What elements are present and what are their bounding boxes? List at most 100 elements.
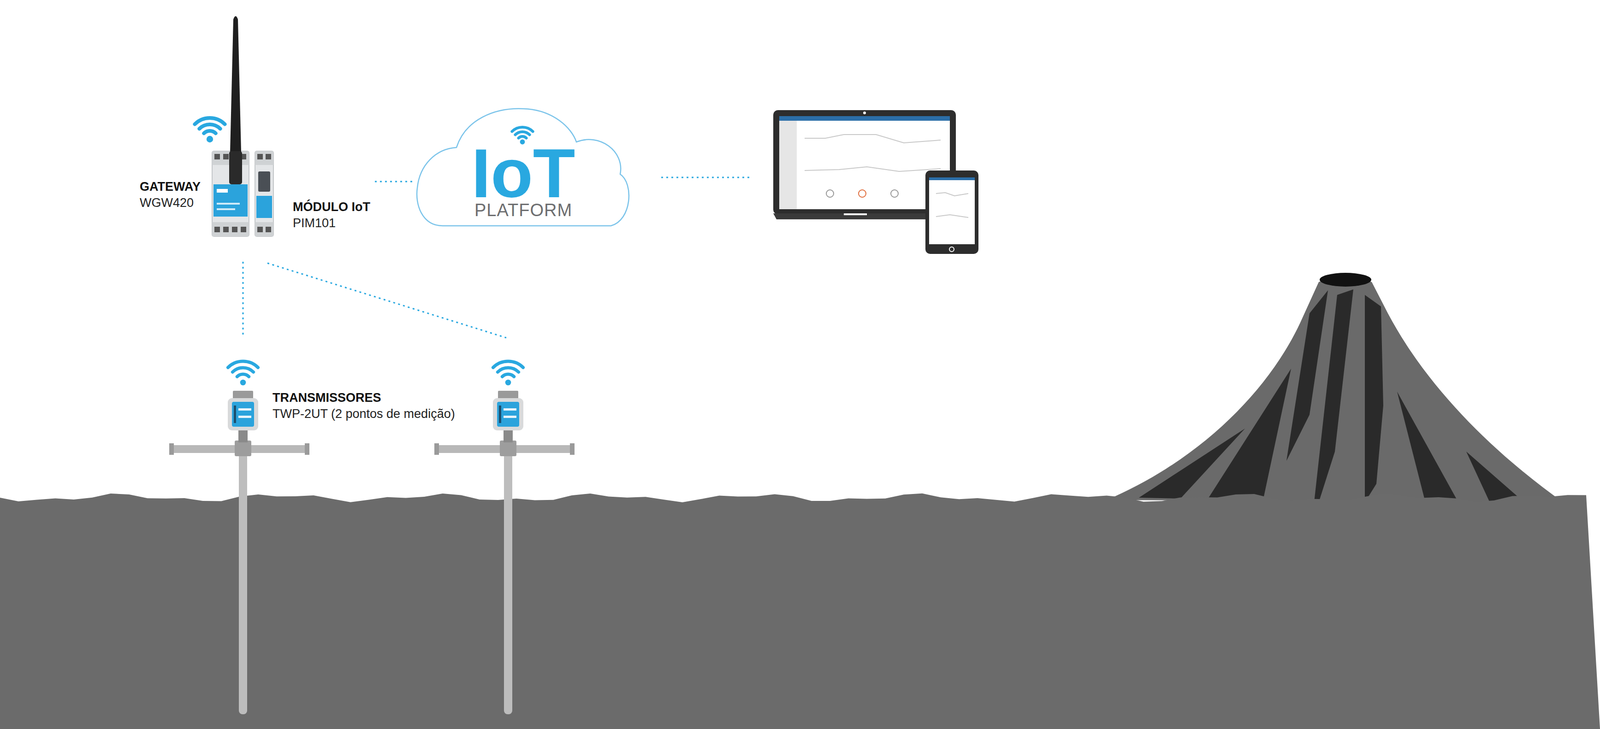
din-housing — [212, 151, 249, 237]
wifi-arc — [497, 367, 519, 373]
wifi-icon — [194, 118, 225, 143]
panel-line — [216, 208, 236, 211]
volcano-streak — [1314, 289, 1354, 503]
volcano-streak — [1397, 391, 1458, 501]
volcano-streak — [1364, 295, 1384, 503]
dotted-link — [661, 177, 751, 179]
wifi-icon — [511, 127, 533, 145]
wifi-icon — [492, 361, 523, 386]
gateway-node: GATEWAYWGW420 — [138, 147, 252, 240]
terminal-block — [254, 222, 274, 237]
text-group: MÓDULO IoTPIM101 — [292, 199, 371, 232]
dashboard-gauge — [890, 189, 899, 198]
probe-pole — [238, 449, 248, 715]
laptop-screen — [779, 116, 950, 210]
wifi-arc — [199, 124, 220, 129]
terminal-screw — [265, 154, 272, 160]
device-detail — [238, 408, 252, 411]
antenna — [230, 16, 242, 153]
device-detail — [233, 405, 237, 424]
terminal-block — [212, 222, 249, 237]
device-face — [231, 402, 255, 427]
transmitter-node: TRANSMISSORESTWP-2UT (2 pontos de mediçã… — [225, 350, 458, 439]
pipe-end — [304, 443, 310, 456]
module-node: MÓDULO IoTPIM101 — [253, 147, 374, 240]
wifi-arc — [203, 130, 216, 134]
dashboard-chart — [804, 166, 941, 172]
device-face — [497, 402, 520, 427]
volcano — [1106, 276, 1564, 503]
terminal-screw — [214, 226, 220, 233]
volcano-streak — [1208, 368, 1292, 499]
probe-pole — [503, 449, 513, 715]
dotted-connector — [242, 261, 244, 337]
terminal-screw — [240, 226, 247, 233]
wifi-dot — [240, 379, 247, 386]
pipe-end — [169, 443, 174, 456]
device-detail — [503, 415, 517, 419]
device-cap — [497, 391, 519, 400]
node-heading: GATEWAY — [139, 178, 201, 196]
gateway-device — [194, 16, 249, 237]
front-panel — [256, 195, 273, 219]
iot-module — [254, 151, 274, 237]
wifi-arc — [511, 127, 533, 132]
laptop-base — [773, 213, 932, 220]
terminal-screw — [223, 226, 229, 233]
terminal-screw — [231, 226, 238, 233]
laptop-camera — [863, 111, 866, 115]
dashboard-chart — [936, 214, 969, 218]
text-group: TRANSMISSORESTWP-2UT (2 pontos de mediçã… — [272, 390, 456, 423]
wifi-icon — [227, 361, 258, 386]
pipe-end — [569, 443, 575, 456]
front-panel — [213, 184, 248, 217]
wifi-arc — [492, 361, 523, 368]
terminal-screw — [214, 154, 220, 160]
tablet-screen — [929, 177, 975, 245]
terminal-screw — [223, 154, 229, 160]
wifi-arc — [515, 131, 530, 135]
wifi-dot — [505, 379, 512, 386]
node-subtitle: PIM101 — [292, 215, 371, 232]
dashboard-header — [779, 116, 950, 121]
text-group: IoTPLATFORM — [414, 145, 632, 221]
pipe-tee — [499, 440, 517, 457]
wifi-arc — [194, 118, 225, 125]
wifi-dot — [520, 139, 526, 145]
wifi-arc — [502, 374, 514, 377]
device-cap — [232, 391, 254, 400]
pipe-end — [434, 443, 439, 456]
terminal-block — [254, 151, 274, 166]
node-subtitle: WGW420 — [139, 195, 201, 212]
wifi-arc — [237, 374, 249, 377]
terminal-screw — [257, 154, 263, 160]
dashboard-chart — [936, 192, 969, 196]
node-heading: IoT — [414, 145, 632, 202]
terminal-screw — [265, 226, 272, 233]
terminal-screw — [257, 226, 263, 233]
sensor-neck — [503, 429, 513, 443]
wifi-arc — [518, 136, 527, 139]
tablet-button — [949, 247, 955, 252]
dashboard-sidebar — [779, 120, 797, 210]
dashboard-gauge — [858, 189, 866, 198]
device-body — [492, 398, 524, 431]
tablet-frame — [925, 170, 979, 255]
node-heading: TRANSMISSORES — [272, 390, 456, 407]
wifi-arc — [232, 367, 254, 373]
dashboard-chart — [804, 134, 941, 143]
tablet — [925, 170, 979, 255]
volcano-crater — [1319, 272, 1372, 287]
device-body — [227, 398, 259, 431]
device-detail — [498, 405, 502, 424]
transmitter — [434, 361, 575, 715]
antenna-base — [229, 151, 243, 185]
pipe-tee — [234, 440, 252, 457]
panel-line — [216, 202, 240, 205]
wifi-arc — [227, 361, 258, 368]
din-housing — [254, 151, 274, 237]
dotted-link — [267, 263, 507, 338]
